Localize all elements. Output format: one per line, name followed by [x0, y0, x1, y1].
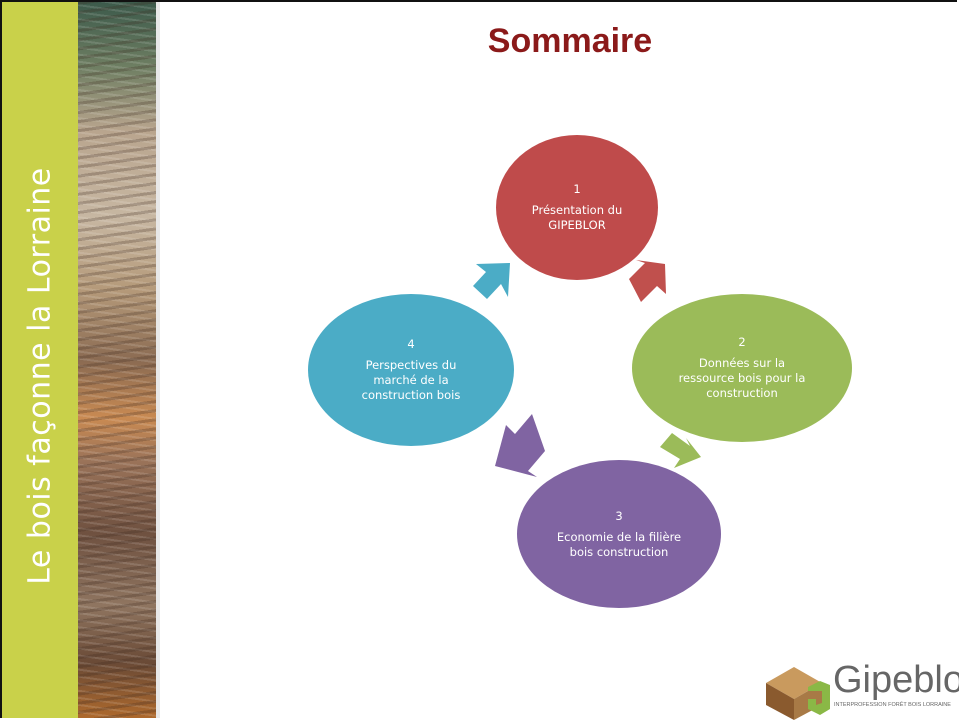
wood-photo-strip: [78, 2, 156, 718]
arrow-4-to-1: [473, 263, 510, 299]
cycle-node-4: 4 Perspectives du marché de la construct…: [308, 294, 514, 446]
cycle-node-1: 1 Présentation du GIPEBLOR: [496, 135, 658, 280]
logo-subtitle: INTERPROFESSION FORÊT BOIS LORRAINE: [834, 702, 951, 708]
page-title: Sommaire: [487, 22, 653, 60]
node-label: Economie de la filière bois construction: [556, 529, 682, 559]
left-band: Le bois façonne la Lorraine: [2, 2, 78, 718]
cycle-node-3: 3 Economie de la filière bois constructi…: [517, 460, 721, 608]
node-number: 1: [573, 182, 581, 196]
node-label: Données sur la ressource bois pour la co…: [678, 356, 806, 400]
node-number: 3: [615, 508, 623, 523]
arrow-1-to-2: [629, 260, 666, 302]
node-number: 4: [407, 337, 415, 351]
cycle-node-2: 2 Données sur la ressource bois pour la …: [632, 294, 852, 442]
photo-divider: [156, 2, 160, 718]
logo-name: Gipeblor: [833, 659, 959, 701]
node-label: Présentation du GIPEBLOR: [531, 203, 623, 232]
node-label: Perspectives du marché de la constructio…: [361, 358, 461, 402]
arrow-3-to-4: [495, 414, 545, 477]
node-number: 2: [738, 335, 746, 349]
arrow-2-to-3: [660, 433, 701, 468]
gipeblor-logo-icon: [766, 667, 830, 720]
